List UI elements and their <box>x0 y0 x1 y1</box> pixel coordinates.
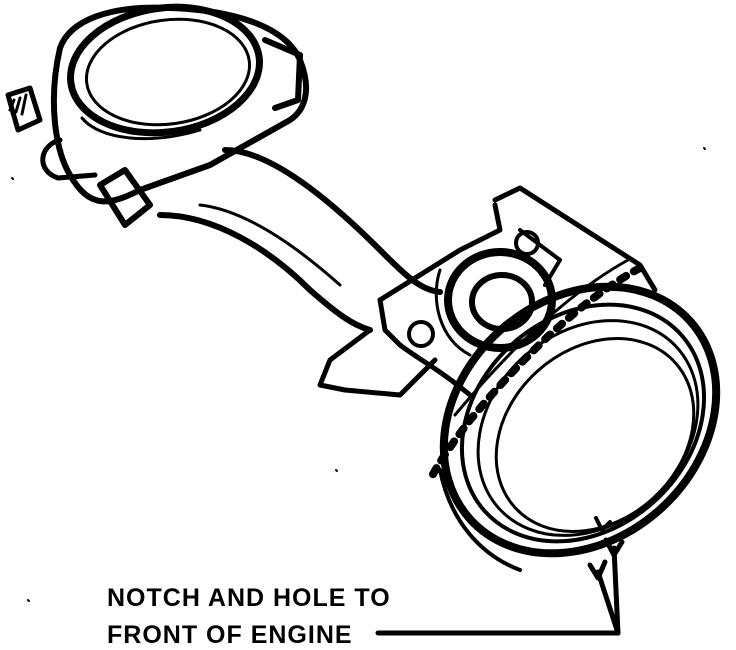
connecting-rod-big-end <box>5 3 310 228</box>
scan-specks <box>11 147 706 602</box>
piston-body <box>377 185 658 484</box>
leader-arrow <box>375 537 625 636</box>
connecting-rod-beam <box>157 147 443 398</box>
piston-crown <box>438 282 721 572</box>
piston-notch <box>594 516 612 532</box>
caption-line-1: NOTCH AND HOLE TO <box>107 584 391 612</box>
caption-line-2: FRONT OF ENGINE <box>107 621 353 649</box>
